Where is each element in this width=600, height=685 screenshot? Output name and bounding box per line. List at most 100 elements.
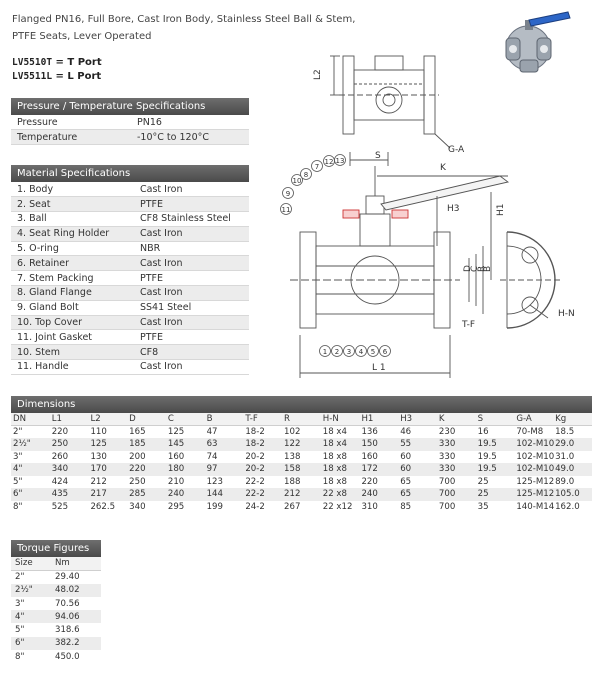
callout-circle [323,155,335,167]
table-cell: 8. Gland Flange [11,285,134,301]
column-header: L1 [49,413,89,426]
table-cell: SS41 Steel [134,300,249,316]
valve-section-view [290,152,510,378]
table-cell: 74 [204,450,244,463]
table-cell: 18 x4 [320,438,360,451]
callout-circle [300,168,312,180]
table-cell: PTFE [134,329,249,346]
column-header: Nm [51,557,101,571]
column-header: R [282,413,321,426]
table-cell: 18 x8 [320,450,360,463]
table-cell: 220 [127,463,166,476]
table-cell: 3" [11,450,50,463]
table-cell: 160 [165,450,205,463]
table-cell: 102 [282,425,321,438]
table-cell: 22-2 [243,475,283,488]
callout-number: 10 [293,177,302,185]
table-cell: 170 [88,463,128,476]
table-cell: 25 [475,475,515,488]
callout-circle [334,154,346,166]
table-cell: 140-M14 [514,500,555,513]
table-cell: 110 [88,425,128,438]
callout-number: 11 [282,206,291,214]
table-cell: 16 [475,425,515,438]
column-header: DN [11,413,50,426]
table-cell: 162.0 [553,500,592,513]
description-line: PTFE Seats, Lever Operated [12,31,152,42]
table-cell: 212 [88,475,128,488]
column-header: B [204,413,244,426]
product-description: Flanged PN16, Full Bore, Cast Iron Body,… [12,11,372,45]
table-cell: 180 [165,463,205,476]
table-cell: 340 [127,500,166,513]
callout-circle [280,203,292,215]
table-cell: 102-M10 [514,463,555,476]
dimension-label: D [463,265,473,272]
callout-number: 6 [383,348,388,356]
table-cell: 340 [49,463,89,476]
table-cell: 47 [204,425,244,438]
table-cell: 330 [436,438,476,451]
model-label: L Port [67,71,102,82]
table-cell: 230 [436,425,476,438]
dimension-label: R [477,266,487,272]
table-cell: 138 [282,450,321,463]
table-cell: 285 [127,488,166,501]
table-cell: 24-2 [243,500,283,513]
table-cell: 145 [165,438,205,451]
callout-number: 1 [323,348,327,356]
column-header: H3 [398,413,437,426]
table-cell: 65 [398,475,437,488]
table-cell: 102-M10 [514,438,555,451]
table-cell: 382.2 [51,636,101,651]
table-row: 8"450.0 [11,650,101,664]
table-cell: 160 [359,450,399,463]
dimension-label: L 1 [372,363,386,373]
table-cell: 6. Retainer [11,255,134,272]
table-cell: 48.02 [51,583,101,597]
table-cell: 525 [49,500,89,513]
table-cell: 22 x8 [320,488,360,501]
table-cell: 125-M12 [514,475,555,488]
table-cell: 11. Handle [11,359,134,375]
table-cell: 8" [11,650,51,664]
column-header: L2 [88,413,128,426]
column-header: K [436,413,476,426]
callout-circle [343,345,355,357]
table-cell: 310 [359,500,399,513]
model-label: T Port [67,57,102,68]
dimension-label: C [470,266,480,272]
dimension-label: G-A [448,145,465,155]
table-cell: 29.40 [51,570,101,584]
table-cell: -10°C to 120°C [131,129,249,146]
table-cell: 18 x8 [320,463,360,476]
table-cell: 55 [398,438,437,451]
table-cell: Temperature [11,129,131,146]
column-header: C [165,413,205,426]
model-code-row: LV5510T = T Port [12,57,102,68]
callout-circle [355,345,367,357]
table-cell: 158 [282,463,321,476]
table-cell: 19.5 [475,463,515,476]
table-cell: 188 [282,475,321,488]
callout-circle [367,345,379,357]
table-cell: 330 [436,463,476,476]
model-code: LV5510T [12,57,53,68]
table-cell: 18.5 [553,425,592,438]
table-cell: CF8 Stainless Steel [134,211,249,227]
table-cell: 424 [49,475,89,488]
